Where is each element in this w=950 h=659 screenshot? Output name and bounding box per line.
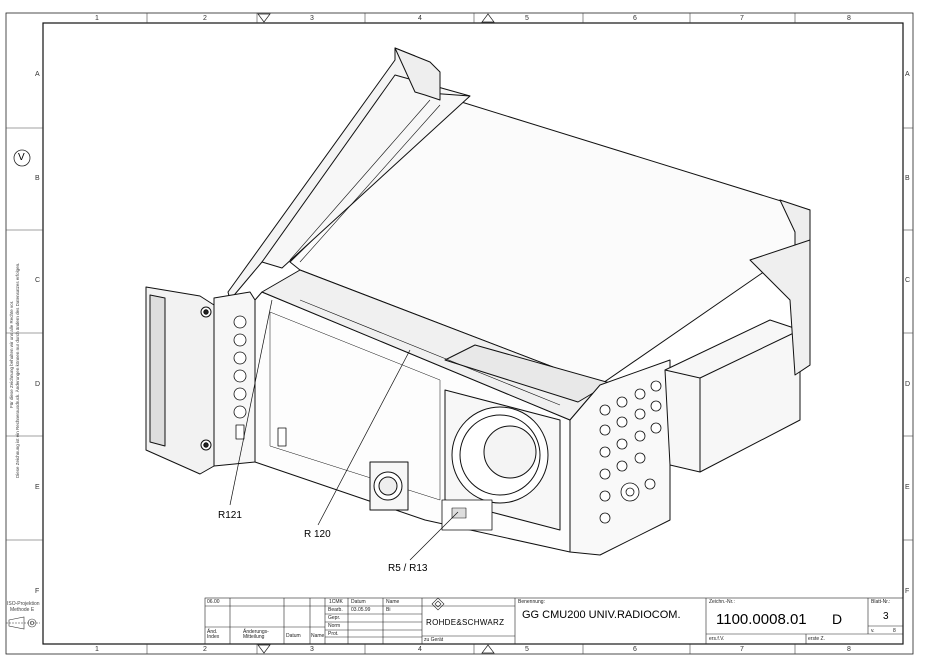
rear-handle (394, 47, 441, 101)
zone-col-top-2: 2 (203, 15, 207, 22)
edition-label: 06.00 (207, 599, 220, 605)
signoff-role-3: Norm (328, 623, 341, 629)
zone-col-top-7: 7 (740, 15, 744, 22)
sheet-number: 3 (883, 611, 889, 622)
view-symbol-circle (13, 149, 31, 167)
signoff-role-4: Prot. (328, 631, 339, 637)
drawing-designation: GG CMU200 UNIV.RADIOCOM. (522, 609, 681, 621)
leader-r121 (229, 299, 273, 506)
projection-label-2: Methode E (10, 607, 35, 613)
leader-r120 (317, 349, 411, 526)
zone-row-left-b: B (35, 175, 40, 182)
zone-col-bottom-5: 5 (525, 646, 529, 653)
zone-col-top-1: 1 (95, 15, 99, 22)
sheet-label: Blatt-Nr.: (871, 599, 891, 605)
rev-header-date: Datum (286, 633, 301, 639)
centering-mark-bottom-left (257, 644, 271, 654)
signoff-dept: 1CMK (329, 599, 343, 605)
zone-col-top-4: 4 (418, 15, 422, 22)
side-note-line1: Für diese Zeichnung behalten wir uns all… (9, 300, 14, 408)
zone-col-bottom-2: 2 (203, 646, 207, 653)
transformer-box (664, 319, 801, 473)
zone-col-top-3: 3 (310, 15, 314, 22)
front-connector-column (233, 315, 247, 440)
outer-frame (5, 12, 914, 655)
connector-slot (441, 499, 493, 531)
zone-col-bottom-8: 8 (847, 646, 851, 653)
sheet-total: 8 (893, 628, 896, 634)
zone-row-right-a: A (905, 71, 910, 78)
signoff-role-1: Bearb. (328, 607, 343, 613)
projection-symbol-icon (6, 616, 40, 630)
company-name: ROHDE&SCHWARZ (426, 618, 505, 627)
replaces-label: ers.f.V. (709, 636, 725, 642)
rev-header-message: Änderungs- Mitteilung (243, 629, 269, 640)
projection-label-1: ISO-Projektion (7, 601, 40, 607)
drawing-no-label: Zeichn.-Nr.: (709, 599, 735, 605)
leader-lines (229, 299, 459, 561)
centering-mark-top-center (481, 13, 495, 23)
signoff-name-header: Name (386, 599, 400, 605)
title-block (204, 597, 904, 645)
zone-row-right-f: F (905, 588, 910, 595)
zone-col-bottom-1: 1 (95, 646, 99, 653)
zone-col-bottom-3: 3 (310, 646, 314, 653)
signoff-name-1: Bi (386, 607, 391, 613)
side-note-line2: Diese Zeichnung ist ein Rechnerausdruck.… (15, 262, 20, 478)
front-panel-connectors (599, 380, 662, 524)
rev-header-index: Änd. Index (207, 629, 220, 640)
drawing-number: 1100.0008.01 (716, 611, 807, 628)
zone-row-left-a: A (35, 71, 40, 78)
zone-dividers (6, 13, 913, 654)
leader-r5 (409, 511, 459, 561)
view-symbol-label: V (18, 152, 25, 163)
signoff-date-header: Datum (351, 599, 366, 605)
zone-col-top-6: 6 (633, 15, 637, 22)
rev-header-name: Name (311, 633, 325, 639)
replaced-by-label: erste Z. (808, 636, 825, 642)
cooling-fan (444, 389, 561, 531)
zone-row-right-b: B (905, 175, 910, 182)
callout-r5-r13: R5 / R13 (388, 563, 428, 574)
zone-row-left-d: D (35, 381, 41, 388)
zone-col-top-5: 5 (525, 15, 529, 22)
zone-row-left-c: C (35, 277, 41, 284)
device-isometric-drawing (145, 47, 811, 556)
rohde-schwarz-logo-icon (431, 597, 445, 611)
zone-col-bottom-7: 7 (740, 646, 744, 653)
callout-r121: R121 (218, 510, 242, 521)
zone-col-bottom-4: 4 (418, 646, 422, 653)
zone-row-right-c: C (905, 277, 911, 284)
centering-mark-top-left (257, 13, 271, 23)
front-panel-right (569, 359, 671, 556)
zone-row-right-e: E (905, 484, 910, 491)
designation-label: Benennung: (518, 599, 545, 605)
zone-col-bottom-6: 6 (633, 646, 637, 653)
callout-r120: R 120 (304, 529, 331, 540)
drawing-type: D (832, 611, 843, 627)
signoff-role-2: Gepr. (328, 615, 341, 621)
zone-row-right-d: D (905, 381, 911, 388)
belongs-to-label: zu Gerät (424, 637, 444, 643)
zone-col-top-8: 8 (847, 15, 851, 22)
zone-row-left-f: F (35, 588, 40, 595)
small-fan (369, 461, 409, 511)
zone-row-left-e: E (35, 484, 40, 491)
sheet-of-prefix: v. (871, 628, 875, 634)
centering-mark-bottom-center (481, 644, 495, 654)
signoff-date-1: 03.05.99 (351, 607, 371, 613)
